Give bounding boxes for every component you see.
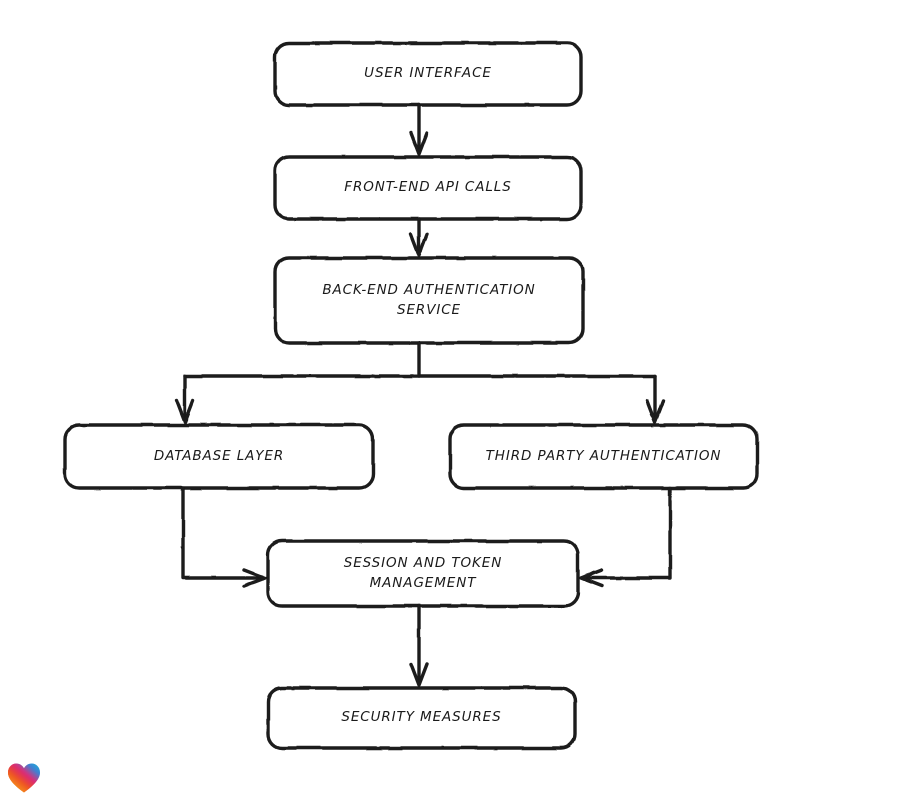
- heart-watermark: [7, 762, 41, 794]
- edge-database-to-session-arrowhead: [242, 568, 267, 588]
- edge-backend-to-thirdparty-arrowhead: [645, 399, 665, 424]
- node-box-database-layer: [63, 423, 375, 490]
- edge-backend-to-database-arrowhead: [175, 399, 195, 424]
- edge-session-to-security-arrowhead: [409, 662, 429, 687]
- node-box-security-measures: [266, 686, 577, 750]
- edge-ui-to-api-arrowhead: [409, 131, 429, 156]
- edge-thirdparty-to-session-arrowhead: [579, 568, 604, 588]
- edge-thirdparty-to-session-line: [581, 486, 672, 580]
- heart-icon: [8, 763, 40, 793]
- node-box-third-party-authentication: [448, 423, 759, 490]
- edge-api-to-backend-arrowhead: [409, 232, 429, 257]
- node-box-user-interface: [273, 41, 583, 107]
- node-box-session-and-token-management: [266, 539, 580, 608]
- node-box-back-end-authentication-service: [273, 256, 585, 345]
- node-box-front-end-api-calls: [273, 155, 583, 221]
- edge-database-to-session-line: [181, 486, 265, 580]
